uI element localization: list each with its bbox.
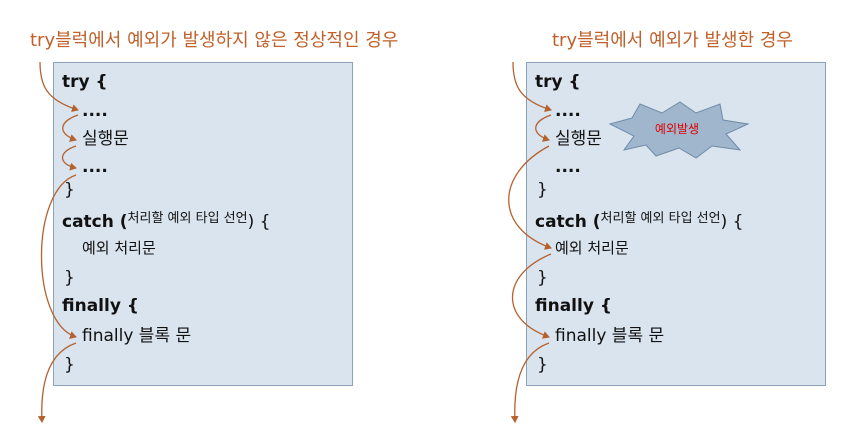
right-stmt: 실행문 (555, 129, 602, 149)
left-catch-body: 예외 처리문 (82, 239, 156, 257)
right-close-try: } (537, 180, 548, 200)
right-close-finally: } (537, 355, 548, 375)
left-arrow-to-finally (40, 174, 77, 339)
right-caption: try블럭에서 예외가 발생한 경우 (552, 30, 793, 51)
left-arrow-exit (37, 342, 77, 423)
exception-burst-icon (608, 101, 750, 159)
right-catch-body: 예외 처리문 (555, 239, 629, 257)
exception-burst-label: 예외발생 (655, 122, 699, 136)
right-catch-line: catch (처리할 예외 타입 선언) { (535, 211, 744, 232)
right-finally-body: finally 블록 문 (555, 326, 665, 346)
left-catch-decl: 처리할 예외 타입 선언 (127, 211, 248, 226)
right-arrow-to-stmt (535, 114, 552, 142)
left-code-panel (53, 62, 353, 386)
right-catch-decl: 처리할 예외 타입 선언 (600, 211, 721, 226)
right-dots-1: .... (555, 101, 581, 121)
left-close-finally: } (64, 355, 75, 375)
right-catch-keyword: catch ( (535, 212, 601, 232)
right-arrow-to-finally (512, 253, 552, 339)
right-arrow-to-catch (508, 145, 552, 250)
right-try-line: try { (535, 72, 581, 92)
left-catch-tail: ) { (247, 212, 271, 232)
right-arrow-exit (510, 342, 550, 423)
right-finally-line: finally { (535, 296, 612, 316)
left-arrow-to-dots2 (61, 145, 77, 171)
left-caption: try블럭에서 예외가 발생하지 않은 정상적인 경우 (30, 30, 399, 51)
right-catch-tail: ) { (720, 212, 744, 232)
left-catch-keyword: catch ( (62, 212, 128, 232)
left-try-line: try { (62, 72, 108, 92)
right-dots-2: .... (555, 157, 581, 177)
left-close-catch: } (64, 268, 75, 288)
left-stmt: 실행문 (82, 129, 129, 149)
right-arrow-entry (512, 61, 552, 113)
left-catch-line: catch (처리할 예외 타입 선언) { (62, 211, 271, 232)
left-dots-1: .... (82, 101, 108, 121)
right-close-catch: } (537, 268, 548, 288)
left-close-try: } (64, 180, 75, 200)
left-dots-2: .... (82, 157, 108, 177)
left-arrow-entry (39, 61, 79, 113)
left-finally-line: finally { (62, 296, 139, 316)
left-arrow-to-stmt (62, 114, 79, 142)
left-finally-body: finally 블록 문 (82, 326, 192, 346)
